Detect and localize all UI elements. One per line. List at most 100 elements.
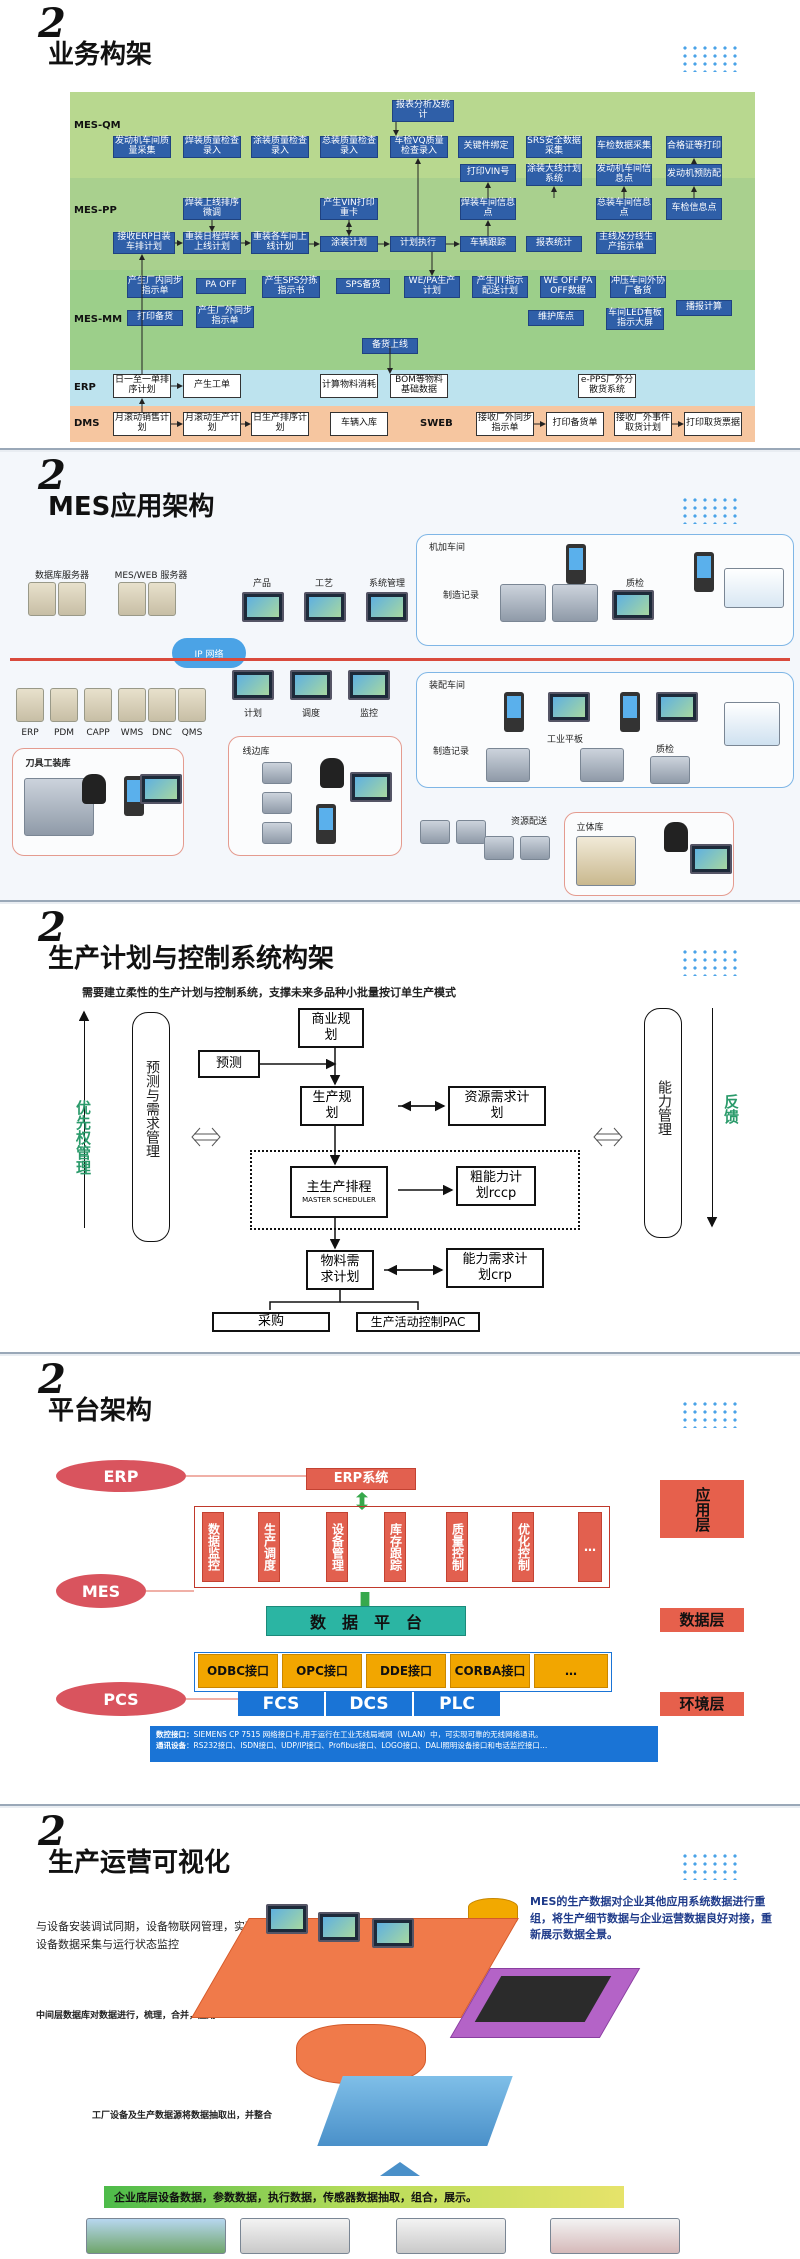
- parts-image: [262, 792, 292, 814]
- mes-app-frame: [194, 1506, 610, 1588]
- data-platform-label: 数 据 平 台: [309, 1613, 422, 1632]
- app-inventory-track: 库存跟踪: [384, 1512, 406, 1582]
- dots-decoration-icon: [680, 948, 740, 976]
- row-label-qm: MES-QM: [74, 120, 121, 131]
- app-data-monitor: 数据监控: [202, 1512, 224, 1582]
- cnc-machine-image: [552, 584, 598, 622]
- box-paint-quality: 涂装质量检查录入: [251, 136, 309, 158]
- system-label-capp: CAPP: [86, 728, 110, 738]
- system-label-erp: ERP: [21, 728, 39, 738]
- agv-image: [420, 820, 450, 844]
- monitor-icon: [348, 670, 390, 700]
- monitor-icon: [366, 592, 408, 622]
- note-line-2: 通讯设备：RS232接口、ISDN接口、UDP/IP接口、Profibus接口、…: [156, 1741, 652, 1752]
- box-led-board: 车间LED看板指示大屏: [606, 308, 664, 330]
- box-mrp: 物料需求计划: [306, 1250, 374, 1290]
- dots-decoration-icon: [680, 1400, 740, 1428]
- iface-opc: OPC接口: [282, 1654, 362, 1688]
- box-rccp: 粗能力计划rccp: [456, 1166, 536, 1206]
- right-axis-label: 反馈: [722, 1094, 740, 1124]
- left-axis-label: 优先权管理: [74, 1100, 92, 1175]
- row-label-pp: MES-PP: [74, 205, 117, 216]
- monitor-icon: [242, 592, 284, 622]
- kiosk-icon: [566, 544, 586, 584]
- box-erp-receive: 接收ERP日装车排计划: [113, 232, 175, 254]
- note-line-1: 数控接口：SIEMENS CP 7515 网络接口卡,用于运行在工业无线局域网（…: [156, 1730, 652, 1741]
- left-panel-frame: [132, 1012, 170, 1242]
- slide-business-architecture: 2 业务构架 MES-QM MES-PP MES-MM ERP DMS SWEB…: [0, 0, 800, 450]
- box-production-plan: 生产规划: [300, 1086, 364, 1126]
- web-server-icon: [148, 582, 176, 616]
- box-assembly-info-point: 总装车间信息点: [596, 198, 652, 220]
- chart-screen-icon: [266, 1904, 308, 1934]
- monitor-icon: [656, 692, 698, 722]
- box-line-instruction: 主线及分线生产指示单: [596, 232, 656, 254]
- screen-label-dispatch: 调度: [301, 709, 320, 719]
- monitor-icon: [350, 772, 392, 802]
- equipment-diagram: [396, 2218, 506, 2254]
- slide-title: 生产运营可视化: [48, 1848, 231, 1878]
- slide-mes-app-architecture: 2 MES应用架构 数据库服务器 MES/WEB 服务器 IP 网络 ERP P…: [0, 452, 800, 902]
- qms-server-icon: [178, 688, 206, 722]
- box-assembly-quality: 总装质量检查录入: [320, 136, 378, 158]
- box-generate-order: 产生工单: [183, 374, 241, 398]
- box-vehicle-track: 车辆跟踪: [460, 236, 516, 252]
- handheld-icon: [316, 804, 336, 844]
- row-label-sweb: SWEB: [420, 418, 453, 429]
- row-label-mm: MES-MM: [74, 314, 123, 325]
- bottom-platform-image: [317, 2076, 513, 2146]
- web-server-label: MES/WEB 服务器: [114, 571, 188, 581]
- box-receive-outer-sync: 接收厂外同步指示单: [476, 412, 534, 436]
- parts-image: [262, 762, 292, 784]
- box-report-count: 报表统计: [526, 236, 582, 252]
- robot-arm-image: [486, 748, 530, 782]
- box-sps-stock: SPS备货: [336, 278, 390, 294]
- parts-image: [262, 822, 292, 844]
- box-shop-online-plan: 重装各车间上线计划: [251, 232, 309, 254]
- slide-platform-architecture: 2 平台架构 ERP MES PCS ERP系统 数据监控 生产调度 设备管理 …: [0, 1356, 800, 1806]
- box-report-stats: 报表分析及统计: [392, 100, 454, 122]
- control-dcs: DCS: [326, 1692, 412, 1716]
- slide-title: 平台架构: [48, 1396, 153, 1426]
- wms-server-icon: [118, 688, 146, 722]
- mid-platform-image: [296, 2024, 426, 2084]
- screen-label-plan: 计划: [243, 709, 262, 719]
- db-server-label: 数据库服务器: [34, 571, 89, 581]
- chart-screen-icon: [372, 1918, 414, 1948]
- dots-decoration-icon: [680, 44, 740, 72]
- ellipse-mes: MES: [56, 1574, 146, 1608]
- capp-server-icon: [84, 688, 112, 722]
- industrial-tablet-label: 工业平板: [546, 735, 583, 745]
- bottom-text: 工厂设备及生产数据源将数据抽取出，并整合: [92, 2111, 273, 2121]
- box-key-part: 关键件绑定: [458, 136, 514, 158]
- screen-label-product: 产品: [252, 579, 271, 589]
- system-label-dnc: DNC: [152, 728, 172, 738]
- process-diagram: [550, 2218, 680, 2254]
- box-daily-prod-seq: 日生产排序计划: [251, 412, 309, 436]
- iface-dde: DDE接口: [366, 1654, 446, 1688]
- box-weld-info-point: 焊装车间信息点: [460, 198, 516, 220]
- scanner-icon: [320, 758, 344, 788]
- box-weld-sequence: 焊装上线排序微调: [183, 198, 241, 220]
- box-we-off-data: WE OFF PA OFF数据: [540, 276, 596, 298]
- monitor-icon: [612, 590, 654, 620]
- agv-image: [520, 836, 550, 860]
- edge-store-label: 线边库: [242, 747, 270, 757]
- monitor-icon: [290, 670, 332, 700]
- control-plc: PLC: [414, 1692, 500, 1716]
- up-down-arrow-icon: [356, 1492, 368, 1510]
- kiosk-icon: [504, 692, 524, 732]
- cnc-machine-image: [500, 584, 546, 622]
- app-optimize-control: 优化控制: [512, 1512, 534, 1582]
- handheld-icon: [124, 776, 144, 816]
- quality-label: 质检: [655, 745, 674, 755]
- resource-dist-label: 资源配送: [510, 817, 547, 827]
- box-vin-card: 产生VIN打印重卡: [320, 198, 378, 220]
- banner-text: 企业底层设备数据，参数数据，执行数据，传感器数据抽取，组合，展示。: [114, 2191, 477, 2204]
- box-epps: e-PPS厂外分散货系统: [578, 374, 636, 398]
- app-quality-control: 质量控制: [446, 1512, 468, 1582]
- iface-more: …: [534, 1654, 608, 1688]
- slide-title: MES应用架构: [48, 492, 215, 522]
- kiosk-icon: [620, 692, 640, 732]
- mps-en-label: MASTER SCHEDULER: [302, 1195, 376, 1204]
